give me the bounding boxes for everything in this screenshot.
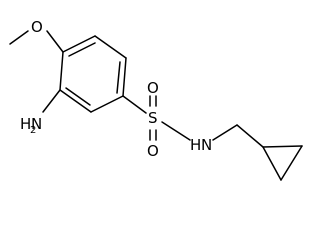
methoxy-o-to-ring-bond — [46, 30, 64, 53]
ring-bond-top — [62, 35, 96, 53]
sulfur-to-nitrogen-bond — [161, 121, 191, 141]
ring-double-bond-right — [116, 61, 121, 94]
ring-bond-bottom-right — [90, 95, 124, 113]
amino-bond — [42, 89, 61, 113]
sulfonyl-oxygen-bottom-label: O — [147, 142, 159, 160]
cyclopropyl-ring — [262, 145, 303, 181]
sulfur-label: S — [148, 109, 158, 127]
cyclopropyl-bond-top — [262, 145, 303, 148]
ring-double-bond-top — [68, 42, 96, 57]
methylene-to-cyclopropyl-bond — [236, 124, 264, 148]
sulfonyl-oxygen-top-label: O — [147, 79, 159, 97]
nitrogen-to-methylene-bond — [212, 124, 238, 141]
amide-hydrogen-label: H — [190, 136, 201, 154]
ring-double-bond-bottom-left — [65, 87, 91, 106]
cyclopropyl-bond-left — [262, 146, 282, 181]
methyl-bond — [9, 30, 29, 45]
ring-bond-bottom-left — [59, 89, 92, 113]
methoxy-oxygen-label: O — [31, 18, 43, 36]
ring-bond-top-right — [94, 35, 127, 59]
amino-hydrogen-subscript: 2 — [30, 125, 36, 136]
ring-to-sulfur-bond — [122, 95, 147, 114]
cyclopropyl-bond-right — [280, 145, 303, 181]
benzene-ring — [59, 35, 127, 113]
amino-nitrogen-label: N — [31, 115, 42, 133]
chemical-structure: O N H 2 S O O N H — [9, 18, 303, 181]
ring-bond-right — [122, 57, 127, 97]
amino-hydrogen-label: H — [20, 115, 31, 133]
ring-bond-left — [59, 51, 64, 91]
amide-nitrogen-label: N — [201, 136, 212, 154]
